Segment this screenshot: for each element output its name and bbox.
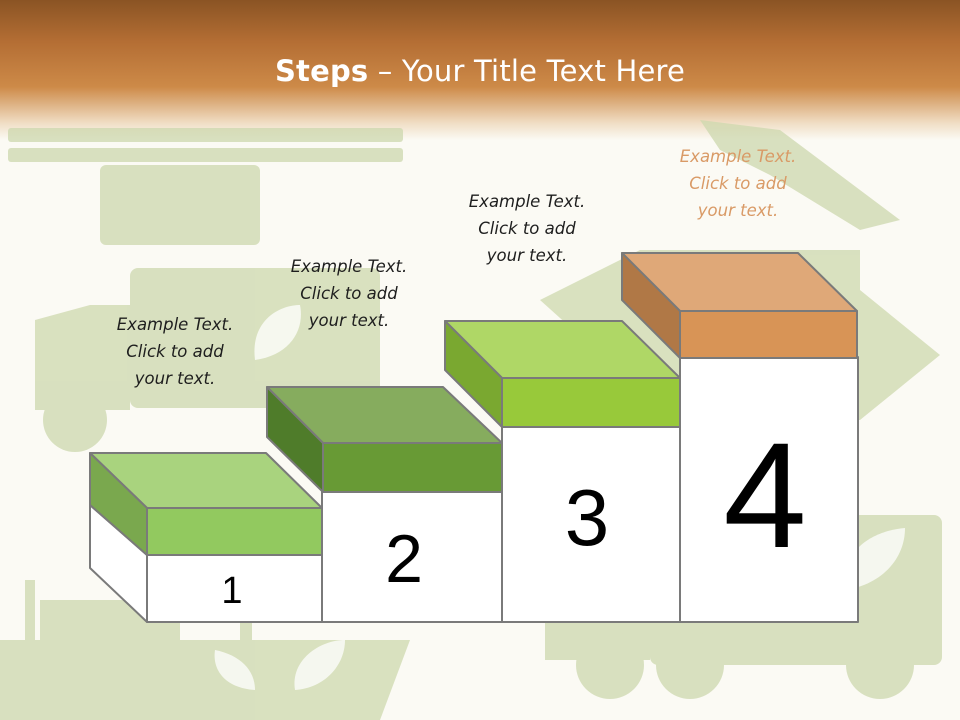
- step-3-text[interactable]: Example Text. Click to add your text.: [442, 188, 612, 269]
- step-2-text-line: Example Text.: [290, 257, 408, 276]
- truck-wheel-icon: [43, 388, 107, 452]
- header-band: [0, 0, 960, 140]
- truck-cab-icon: [35, 305, 130, 410]
- step-4-text[interactable]: Example Text. Click to add your text.: [653, 143, 823, 224]
- step-1-text-line: Click to add: [126, 342, 224, 361]
- leaf-icon: [294, 640, 345, 690]
- building-shape: [100, 165, 260, 245]
- step-3-number: 3: [564, 473, 610, 562]
- step-4-text-line: Click to add: [689, 174, 787, 193]
- step-1-number: 1: [221, 570, 243, 612]
- step-4-base: [679, 356, 859, 623]
- truck-wheel-icon: [576, 631, 644, 699]
- truck-wheel-icon: [656, 631, 724, 699]
- step-3-base: [501, 424, 681, 623]
- step-2-text-line: your text.: [308, 311, 390, 330]
- step-1-text[interactable]: Example Text. Click to add your text.: [90, 311, 260, 392]
- step-1-base: [146, 554, 323, 623]
- step-2-base: [321, 489, 503, 623]
- step-1-text-line: your text.: [134, 369, 216, 388]
- title-text: – Your Title Text Here: [368, 54, 686, 88]
- leaf-icon: [214, 650, 255, 690]
- title-bold: Steps: [274, 54, 369, 88]
- slide-title[interactable]: Steps – Your Title Text Here: [0, 54, 960, 88]
- leaf-icon: [254, 305, 301, 360]
- step-4-text-line: your text.: [697, 201, 779, 220]
- step-2-text[interactable]: Example Text. Click to add your text.: [264, 253, 434, 334]
- step-2-text-line: Click to add: [300, 284, 398, 303]
- airplane-icon: [700, 120, 900, 230]
- step-2-front: [322, 442, 503, 493]
- leaf-icon: [844, 528, 905, 590]
- step-1-front: [146, 507, 323, 556]
- step-4-text-line: Example Text.: [679, 147, 797, 166]
- ship-mast-icon: [25, 580, 35, 650]
- truck-body-icon: [130, 268, 380, 408]
- road-stripe: [8, 128, 403, 142]
- step-3-text-line: Example Text.: [468, 192, 586, 211]
- truck-wheel-icon: [846, 631, 914, 699]
- road-stripe: [8, 148, 403, 162]
- step-1-text-line: Example Text.: [116, 315, 234, 334]
- step-4-front: [679, 310, 858, 359]
- step-3-text-line: your text.: [486, 246, 568, 265]
- step-2-number: 2: [385, 521, 423, 597]
- step-3-text-line: Click to add: [478, 219, 576, 238]
- step-4-number: 4: [723, 411, 807, 579]
- step-3-front: [501, 377, 681, 428]
